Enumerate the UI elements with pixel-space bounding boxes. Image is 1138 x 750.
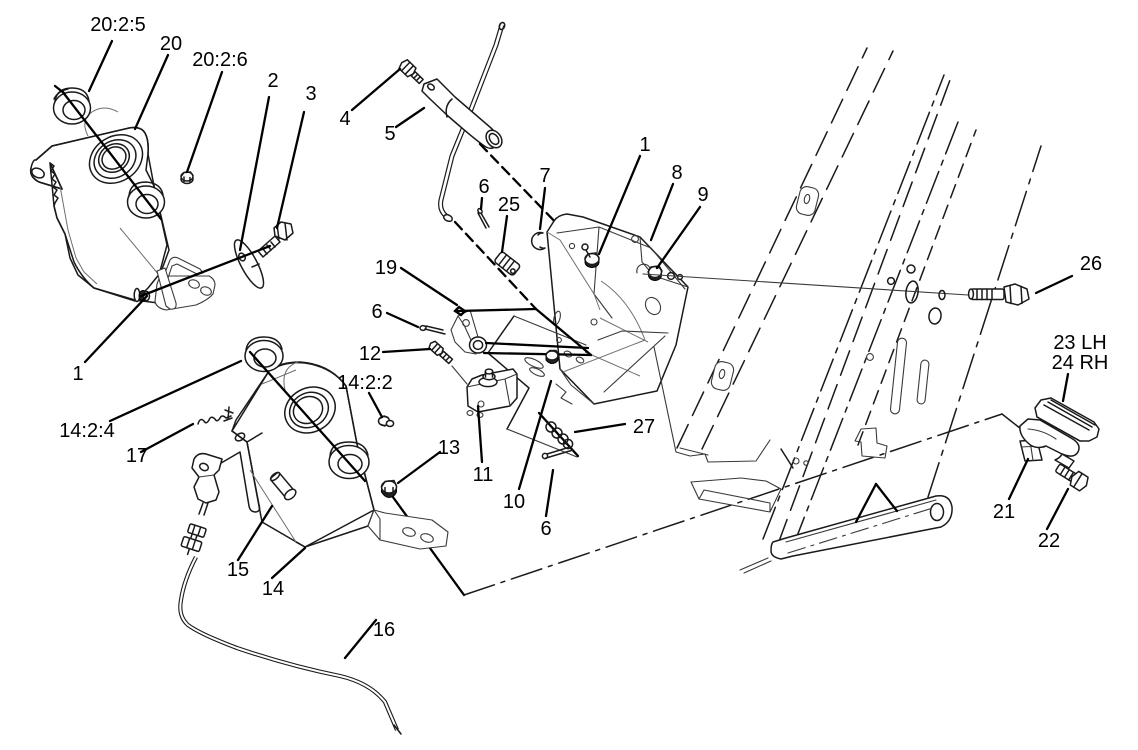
svg-text:4: 4 bbox=[339, 108, 350, 130]
svg-text:20:2:5: 20:2:5 bbox=[90, 14, 146, 36]
svg-text:14:2:4: 14:2:4 bbox=[59, 420, 115, 442]
svg-text:27: 27 bbox=[633, 416, 655, 438]
svg-text:14:2:2: 14:2:2 bbox=[337, 372, 393, 394]
svg-text:12: 12 bbox=[359, 343, 381, 365]
svg-text:6: 6 bbox=[478, 176, 489, 198]
svg-text:23 LH: 23 LH bbox=[1053, 332, 1106, 354]
svg-text:14: 14 bbox=[262, 578, 284, 600]
svg-text:15: 15 bbox=[227, 559, 249, 581]
svg-text:1: 1 bbox=[72, 363, 83, 385]
svg-text:7: 7 bbox=[539, 165, 550, 187]
svg-text:10: 10 bbox=[503, 491, 525, 513]
svg-text:20:2:6: 20:2:6 bbox=[192, 49, 248, 71]
svg-text:6: 6 bbox=[371, 301, 382, 323]
svg-text:8: 8 bbox=[671, 162, 682, 184]
svg-text:2: 2 bbox=[267, 70, 278, 92]
svg-text:3: 3 bbox=[305, 83, 316, 105]
svg-text:26: 26 bbox=[1080, 253, 1102, 275]
svg-text:25: 25 bbox=[498, 194, 520, 216]
svg-text:5: 5 bbox=[384, 123, 395, 145]
svg-text:24 RH: 24 RH bbox=[1052, 352, 1109, 374]
svg-text:13: 13 bbox=[438, 437, 460, 459]
svg-text:22: 22 bbox=[1038, 530, 1060, 552]
svg-text:17: 17 bbox=[126, 445, 148, 467]
svg-text:1: 1 bbox=[639, 134, 650, 156]
svg-text:21: 21 bbox=[993, 501, 1015, 523]
svg-text:16: 16 bbox=[373, 619, 395, 641]
svg-text:11: 11 bbox=[473, 464, 494, 486]
svg-text:20: 20 bbox=[160, 33, 182, 55]
svg-text:19: 19 bbox=[375, 257, 397, 279]
svg-text:6: 6 bbox=[540, 518, 551, 540]
svg-text:9: 9 bbox=[697, 184, 708, 206]
